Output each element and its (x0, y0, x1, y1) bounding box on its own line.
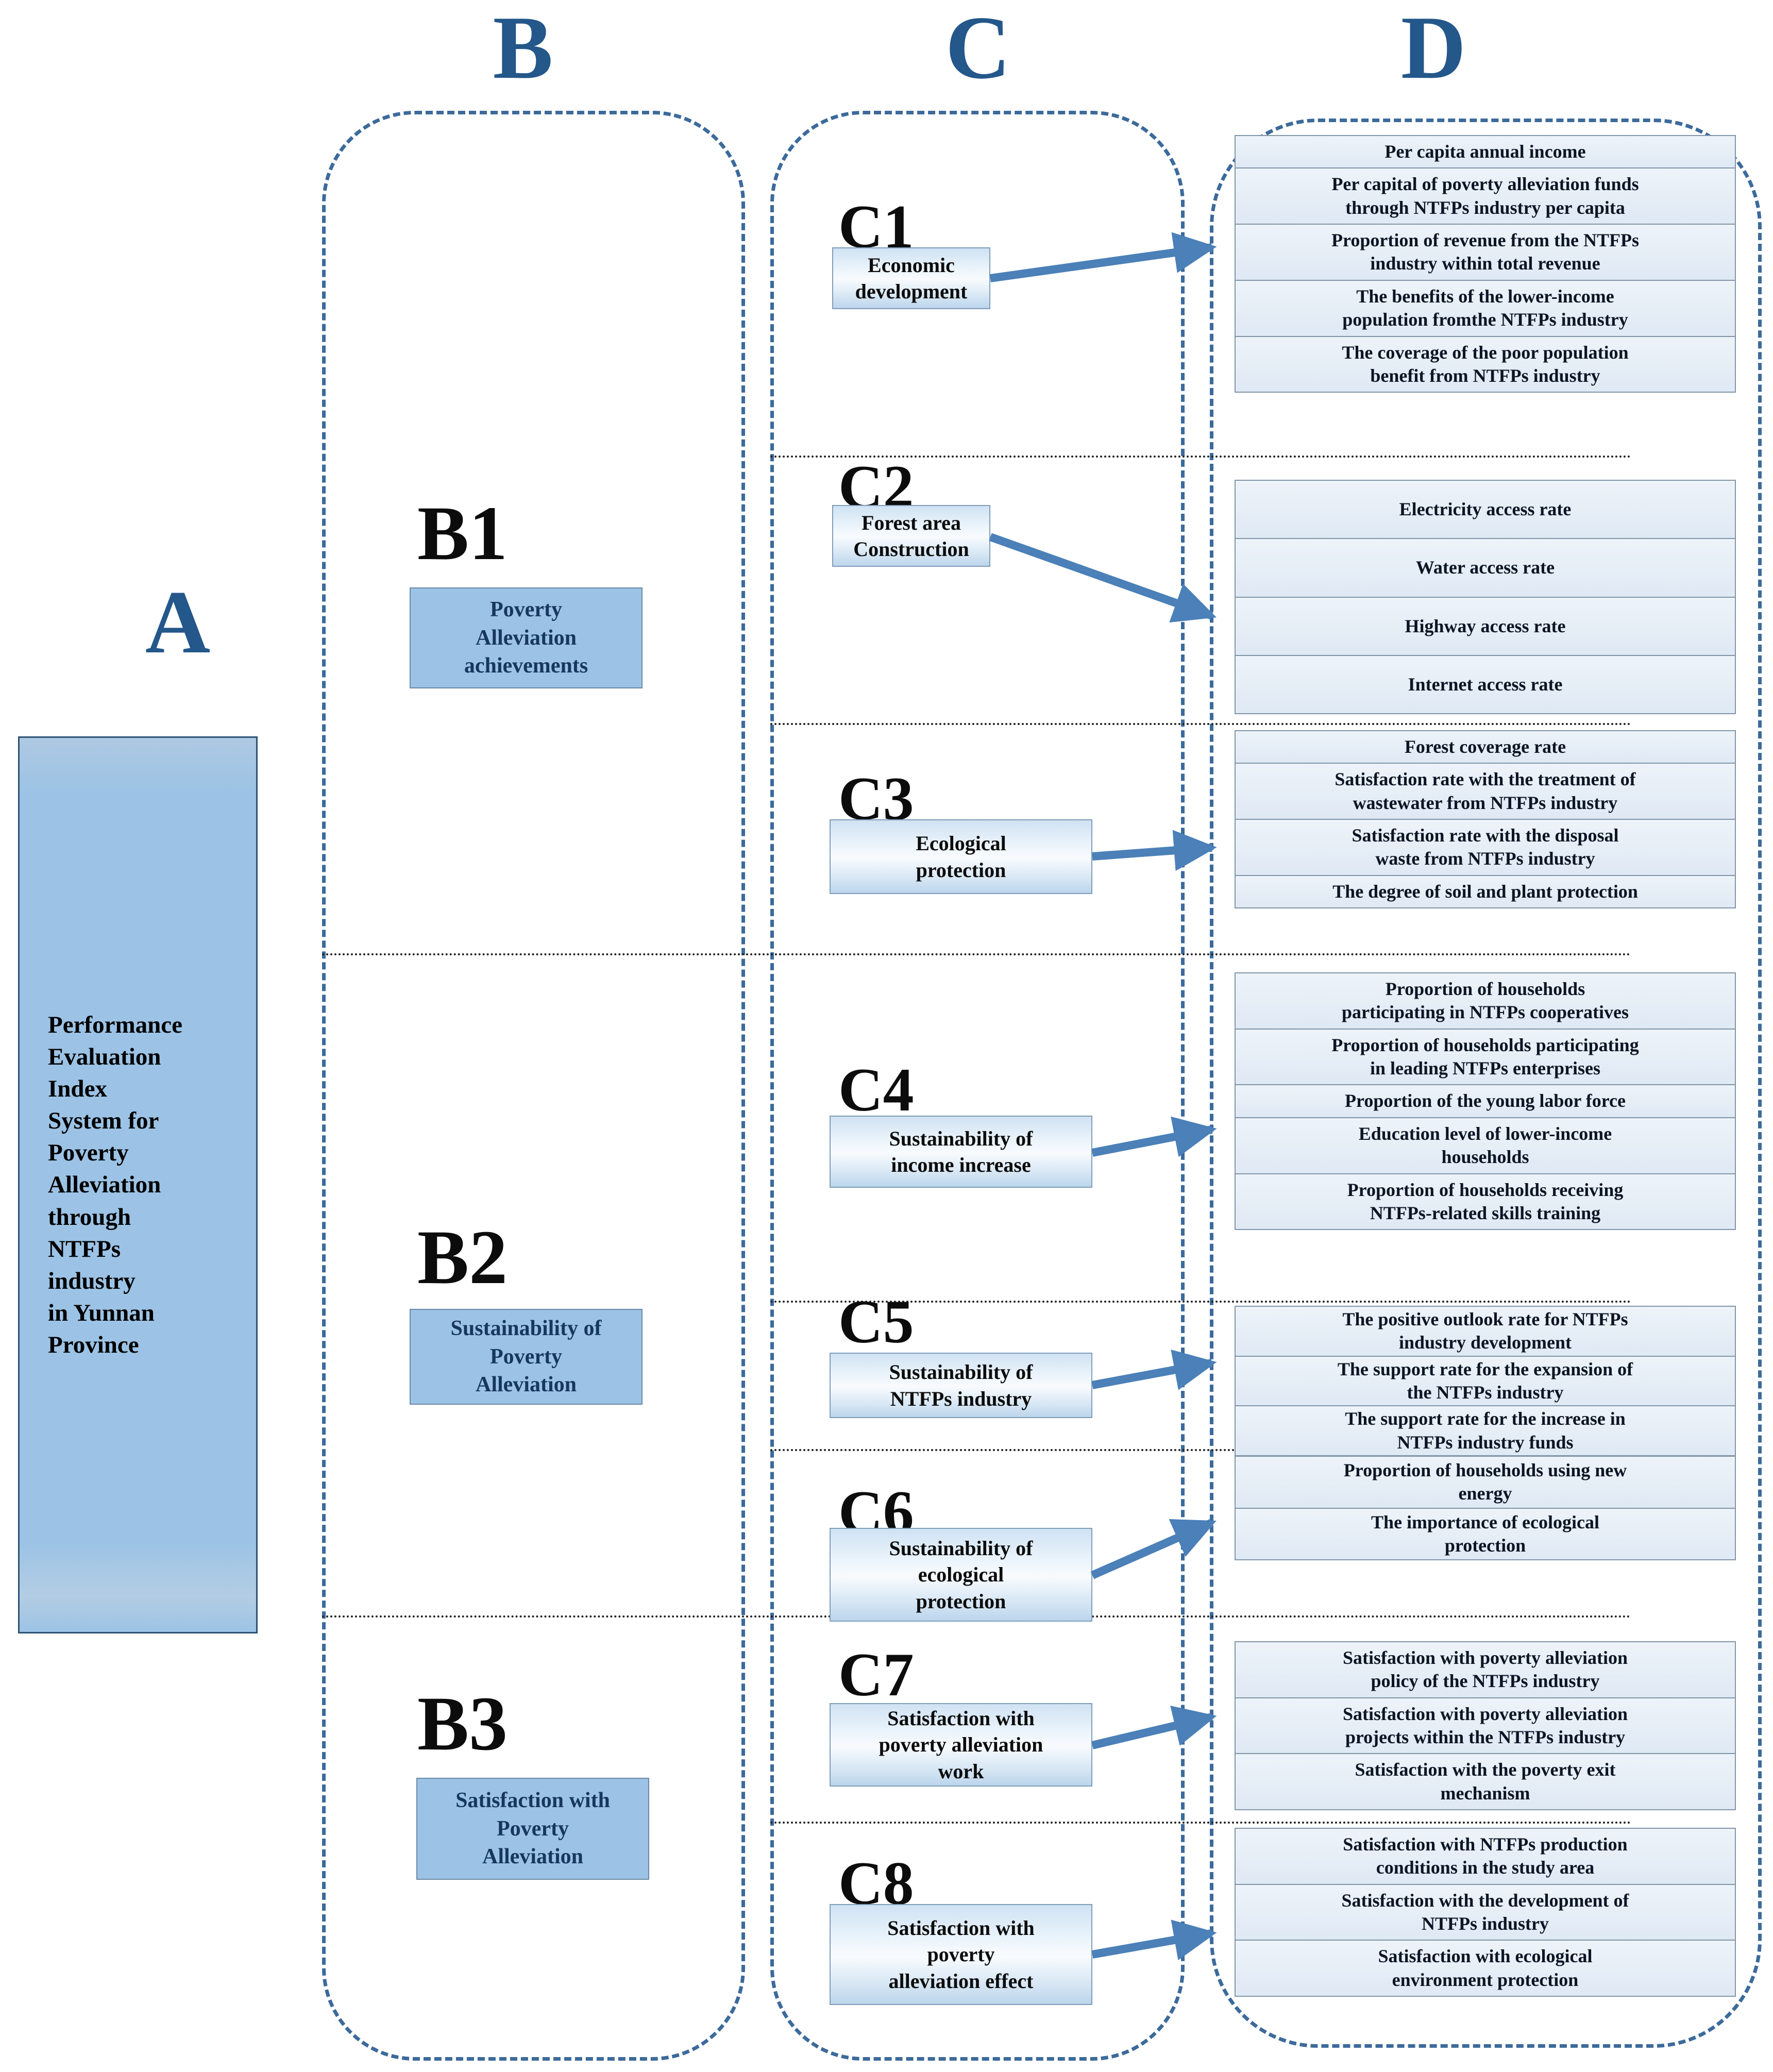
indicator-row: Proportion of households participating i… (1236, 973, 1735, 1030)
separator-c5-c6 (770, 1449, 1631, 1451)
indicator-row: The positive outlook rate for NTFPs indu… (1236, 1307, 1735, 1357)
factor-c5-id: C5 (838, 1287, 914, 1356)
arrow-c4-d (1091, 1116, 1217, 1157)
indicator-row: Proportion of households participating i… (1236, 1029, 1735, 1086)
indicator-row: Satisfaction with ecological environment… (1236, 1941, 1735, 1996)
column-header-c: C (945, 0, 1011, 97)
factor-c1-id: C1 (838, 192, 914, 261)
indicator-row: The support rate for the expansion of th… (1236, 1356, 1735, 1407)
indicator-row: Satisfaction with poverty alleviation pr… (1236, 1698, 1735, 1755)
indicator-row: Proportion of households using new energ… (1236, 1457, 1735, 1509)
arrow-c8-d (1091, 1919, 1217, 1961)
indicator-group-c6: Proportion of households using new energ… (1235, 1456, 1736, 1561)
arrow-c2-d (989, 533, 1217, 623)
arrow-c5-d (1091, 1350, 1217, 1390)
indicator-group-c5: The positive outlook rate for NTFPs indu… (1235, 1306, 1736, 1457)
indicator-row: Highway access rate (1236, 597, 1735, 656)
factor-c4-id: C4 (838, 1055, 914, 1124)
criterion-b2-box: Sustainability of Poverty Alleviation (410, 1309, 643, 1405)
column-header-d: D (1400, 0, 1466, 97)
indicator-row: Water access rate (1236, 539, 1735, 598)
arrow-c7-d (1091, 1706, 1217, 1749)
factor-c5-box: Sustainability of NTFPs industry (830, 1353, 1092, 1418)
indicator-row: Satisfaction with the development of NTF… (1236, 1884, 1735, 1941)
arrow-c6-d (1090, 1519, 1217, 1579)
indicator-row: The support rate for the increase in NTF… (1236, 1406, 1735, 1456)
column-c-container (770, 111, 1185, 2061)
separator-c2-c3 (770, 723, 1631, 725)
separator-b1-b2 (322, 953, 1631, 955)
indicator-row: Per capital of poverty alleviation funds… (1236, 169, 1735, 225)
criterion-b1-id: B1 (417, 491, 508, 576)
indicator-row: Electricity access rate (1236, 481, 1735, 540)
factor-c7-box: Satisfaction with poverty alleviation wo… (830, 1703, 1092, 1787)
factor-c4-box: Sustainability of income increase (830, 1116, 1092, 1188)
factor-c8-box: Satisfaction with poverty alleviation ef… (830, 1904, 1092, 2005)
indicator-row: Proportion of households receiving NTFPs… (1236, 1174, 1735, 1229)
indicator-row: Proportion of the young labor force (1236, 1085, 1735, 1118)
indicator-row: The coverage of the poor population bene… (1236, 336, 1735, 392)
indicator-row: Per capita annual income (1236, 136, 1735, 169)
indicator-group-c8: Satisfaction with NTFPs production condi… (1235, 1828, 1736, 1997)
indicator-row: Forest coverage rate (1236, 731, 1735, 764)
separator-c4-c5 (770, 1301, 1631, 1303)
column-b-container (322, 111, 745, 2061)
indicator-row: The benefits of the lower-income populat… (1236, 280, 1735, 337)
criterion-b3-id: B3 (417, 1681, 508, 1766)
criterion-b1-box: Poverty Alleviation achievements (410, 587, 643, 688)
indicator-row: Satisfaction with the poverty exit mecha… (1236, 1754, 1735, 1810)
arrow-c1-d (989, 232, 1217, 282)
indicator-row: Satisfaction rate with the treatment of … (1236, 764, 1735, 820)
indicator-row: The degree of soil and plant protection (1236, 875, 1735, 908)
column-d-container (1210, 119, 1762, 2048)
criterion-b3-box: Satisfaction with Poverty Alleviation (416, 1778, 649, 1880)
indicator-row: Education level of lower-income househol… (1236, 1118, 1735, 1174)
arrow-c3-d (1092, 830, 1217, 871)
column-header-b: B (493, 0, 553, 97)
indicator-group-c1: Per capita annual income Per capital of … (1235, 135, 1736, 393)
indicator-group-c2: Electricity access rate Water access rat… (1235, 480, 1736, 715)
indicator-group-c7: Satisfaction with poverty alleviation po… (1235, 1641, 1736, 1811)
factor-c3-id: C3 (838, 764, 914, 833)
factor-c8-id: C8 (838, 1849, 914, 1917)
indicator-row: Satisfaction with NTFPs production condi… (1236, 1829, 1735, 1885)
goal-box: Performance Evaluation Index System for … (18, 736, 258, 1633)
factor-c2-box: Forest area Construction (832, 505, 990, 567)
factor-c6-box: Sustainability of ecological protection (830, 1528, 1092, 1622)
indicator-row: Internet access rate (1236, 656, 1735, 714)
indicator-row: Satisfaction rate with the disposal wast… (1236, 820, 1735, 876)
criterion-b2-id: B2 (417, 1215, 508, 1300)
factor-c1-box: Economic development (832, 247, 990, 309)
separator-c1-c2 (770, 456, 1631, 458)
indicator-row: Satisfaction with poverty alleviation po… (1236, 1642, 1735, 1698)
column-header-a: A (145, 572, 211, 672)
indicator-row: The importance of ecological protection (1236, 1508, 1735, 1560)
indicator-row: Proportion of revenue from the NTFPs ind… (1236, 225, 1735, 281)
indicator-group-c3: Forest coverage rate Satisfaction rate w… (1235, 730, 1736, 909)
separator-c7-c8 (770, 1822, 1631, 1824)
factor-c3-box: Ecological protection (830, 819, 1092, 894)
indicator-group-c4: Proportion of households participating i… (1235, 972, 1736, 1231)
factor-c7-id: C7 (838, 1640, 914, 1709)
